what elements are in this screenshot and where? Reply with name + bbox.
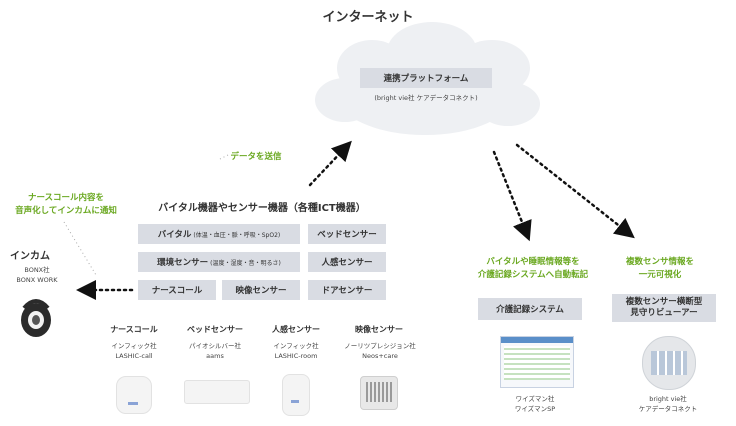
platform-box: 連携プラットフォーム	[360, 68, 492, 88]
box-env: 環境センサー(温度・湿度・音・明るさ)	[138, 252, 300, 272]
viewer-product: ケアデータコネクト	[638, 405, 698, 413]
box-nurse: ナースコール	[138, 280, 216, 300]
viewer-maker: bright vie社	[649, 395, 687, 403]
platform-sub: (bright vie社 ケアデータコネクト)	[374, 94, 478, 102]
device-product-bed: aams	[206, 352, 224, 360]
incom-maker: BONX社	[24, 266, 50, 274]
send-label: データを送信	[230, 152, 282, 162]
device-product-human: LASHIC-room	[274, 352, 318, 360]
device-maker-nurse: インフィック社	[111, 342, 157, 350]
care-system-product: ワイズマンSP	[514, 405, 556, 413]
device-product-nurse: LASHIC-call	[115, 352, 153, 360]
internet-title: インターネット	[322, 10, 414, 25]
device-title-human: 人感センサー	[272, 325, 320, 334]
device-maker-human: インフィック社	[273, 342, 319, 350]
viewer-tablet-image	[642, 336, 696, 390]
nurse-voice-text: ナースコール内容を 音声化してインカムに通知	[15, 193, 117, 216]
care-system-box: 介護記録システム	[478, 298, 582, 320]
box-video: 映像センサー	[222, 280, 300, 300]
auto-transfer-text: バイタルや睡眠情報等を 介護記録システムへ自動転記	[477, 257, 589, 280]
incom-product: BONX WORK	[16, 276, 58, 284]
device-title-bed: ベッドセンサー	[187, 325, 243, 334]
sensor-group-title: バイタル機器やセンサー機器（各種ICT機器）	[158, 203, 366, 214]
incom-title: インカム	[10, 251, 50, 262]
care-system-screen-image	[500, 336, 574, 388]
box-bed: ベッドセンサー	[308, 224, 386, 244]
device-title-video: 映像センサー	[355, 325, 403, 334]
device-maker-bed: パイオシルバー社	[189, 342, 241, 350]
video-sensor-device-image	[360, 376, 398, 410]
arrow-to-care-system	[492, 150, 532, 242]
bed-sensor-device-image	[184, 380, 250, 404]
box-door: ドアセンサー	[308, 280, 386, 300]
box-vital: バイタル(体温・血圧・脈・呼吸・SpO2)	[138, 224, 300, 244]
arrow-to-cloud	[308, 140, 352, 187]
viewer-box: 複数センサー横断型 見守りビューアー	[612, 294, 716, 322]
care-system-maker: ワイズマン社	[515, 395, 555, 403]
box-human: 人感センサー	[308, 252, 386, 272]
headset-icon	[21, 299, 51, 337]
human-sensor-device-image	[282, 374, 310, 416]
device-maker-video: ノーリツプレシジョン社	[344, 342, 416, 350]
nurse-call-device-image	[116, 376, 152, 414]
arrow-to-viewer	[515, 143, 635, 239]
device-title-nurse: ナースコール	[110, 325, 158, 334]
unify-text: 複数センサ情報を 一元可視化	[625, 257, 694, 280]
device-product-video: Neos+care	[362, 352, 398, 360]
